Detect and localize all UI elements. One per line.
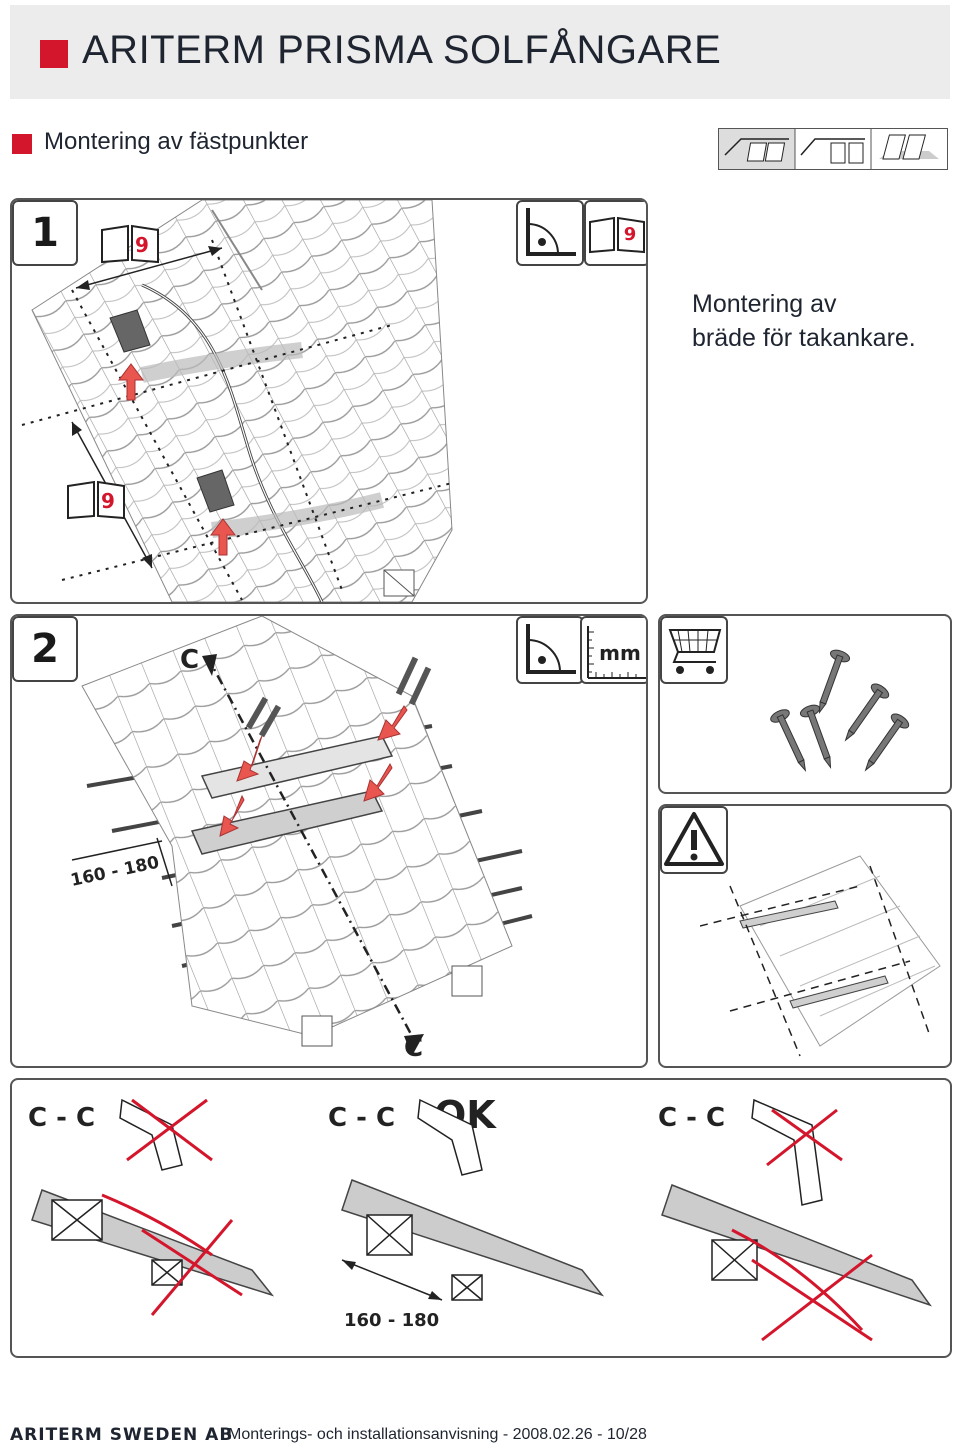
section-cc-label: C - C (658, 1103, 725, 1133)
book-icon: 9 (584, 200, 646, 266)
footer-doc: Monterings- och installationsanvisning -… (228, 1426, 647, 1443)
book-icon: 9 (67, 480, 125, 520)
unit-label: mm (599, 641, 641, 665)
warning-icon (660, 806, 728, 874)
footer-brand: ARITERM SWEDEN AB (10, 1425, 234, 1445)
section-cc-label: C - C (328, 1103, 395, 1133)
page-ref-label: 9 (135, 233, 149, 257)
section-marker (12, 134, 32, 154)
warning-panel (658, 804, 952, 1068)
section-c-label: C (180, 645, 199, 675)
header-band (10, 5, 950, 99)
cross-section-illustration: C - C C - C OK C - C (28, 1093, 932, 1342)
title-marker (40, 40, 68, 68)
cart-icon (660, 616, 728, 684)
warning-illustration (700, 855, 941, 1057)
page-ref-label: 9 (101, 489, 115, 513)
angle-icon (516, 200, 584, 266)
caption-line-1: Montering av (692, 290, 837, 318)
roof-variant-strip (718, 128, 948, 170)
step-1-caption: Montering av bräde för takankare. (692, 287, 916, 355)
roof-tiles-illustration (21, 200, 453, 602)
roof-board-illustration: C C 160 - 180 (69, 616, 533, 1063)
step-1-panel: 1 9 9 9 (10, 198, 648, 604)
section-title: Montering av fästpunkter (44, 128, 309, 155)
screw-icon (770, 649, 910, 772)
book-icon: 9 (101, 224, 159, 264)
supplies-panel (658, 614, 952, 794)
caption-line-2: bräde för takankare. (692, 324, 916, 352)
step-number-1: 1 (12, 200, 78, 266)
cc-dimension-label: 160 - 180 (344, 1310, 439, 1331)
cross-section-panel: C - C C - C OK C - C (10, 1078, 952, 1358)
page-ref-label: 9 (624, 224, 637, 245)
section-c-label: C (404, 1033, 423, 1063)
page-title: ARITERM PRISMA SOLFÅNGARE (82, 28, 722, 72)
ruler-icon: mm (580, 616, 646, 684)
step-number-2: 2 (12, 616, 78, 682)
angle-icon (516, 616, 584, 684)
roof-variant-icon (719, 129, 939, 169)
step-2-panel: C C 160 - 180 2 (10, 614, 648, 1068)
section-cc-label: C - C (28, 1103, 95, 1133)
